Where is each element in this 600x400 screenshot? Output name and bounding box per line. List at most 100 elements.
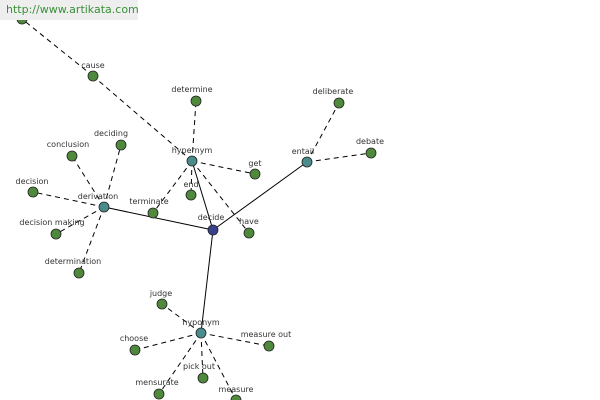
node-circle[interactable] — [186, 155, 198, 167]
edge-hypernym-determine — [191, 100, 197, 162]
node-label: hyponym — [182, 318, 220, 327]
node-hypernym[interactable]: hypernym — [172, 146, 213, 167]
node-have[interactable]: have — [239, 217, 259, 239]
node-label: determine — [171, 85, 212, 94]
node-label: decide — [198, 213, 225, 222]
edge-decide-entail — [212, 161, 308, 231]
node-decide[interactable]: decide — [198, 213, 225, 236]
edge-hyponym-mensurate — [158, 332, 202, 395]
node-circle[interactable] — [156, 298, 168, 310]
nodes-layer: decide hypernym entail derivation hyponym cau… — [16, 13, 384, 400]
edge-derivation-decision — [32, 191, 105, 208]
edge-entail-debate — [306, 152, 372, 163]
edge-decide-derivation — [103, 206, 214, 231]
edge-derivation-determination — [78, 206, 105, 274]
node-label: terminate — [129, 197, 168, 206]
edge-entail-deliberate — [306, 102, 340, 163]
node-circle[interactable] — [27, 186, 39, 198]
node-choose[interactable]: choose — [120, 334, 148, 356]
node-hyponym[interactable]: hyponym — [182, 318, 220, 339]
edge-derivation-conclusion — [71, 155, 105, 208]
node-deciding[interactable]: deciding — [94, 129, 128, 151]
edge-derivation-decision_making — [55, 206, 105, 235]
node-label: measure — [219, 385, 254, 394]
node-label: mensurate — [135, 378, 178, 387]
watermark-url[interactable]: http://www.artikata.com — [0, 0, 138, 20]
node-label: get — [248, 159, 261, 168]
edge-hypernym-get — [191, 160, 256, 175]
node-circle[interactable] — [98, 201, 110, 213]
node-circle[interactable] — [87, 70, 99, 82]
node-circle[interactable] — [73, 267, 85, 279]
node-circle[interactable] — [190, 95, 202, 107]
node-label: choose — [120, 334, 148, 343]
node-determine[interactable]: determine — [171, 85, 213, 107]
edge-hyponym-judge — [161, 303, 202, 334]
edge-hypernym-have — [191, 160, 250, 234]
node-label: judge — [149, 289, 172, 298]
node-circle[interactable] — [115, 139, 127, 151]
node-circle[interactable] — [195, 327, 207, 339]
node-circle[interactable] — [230, 394, 242, 400]
edges-layer — [21, 18, 372, 400]
edge-hypernym-end — [190, 160, 193, 196]
node-label: determination — [45, 257, 102, 266]
node-measure[interactable]: measure — [219, 385, 254, 400]
node-derivation[interactable]: derivation — [78, 192, 118, 213]
node-circle[interactable] — [66, 150, 78, 162]
node-cause[interactable]: cause — [81, 61, 105, 82]
node-judge[interactable]: judge — [149, 289, 172, 310]
node-circle[interactable] — [153, 388, 165, 400]
node-label: derivation — [78, 192, 118, 201]
node-label: deciding — [94, 129, 128, 138]
edge-cause-n_top — [21, 18, 94, 77]
node-decision[interactable]: decision — [16, 177, 49, 198]
node-label: have — [239, 217, 259, 226]
node-circle[interactable] — [147, 207, 159, 219]
edge-hypernym-cause — [92, 75, 193, 162]
node-label: hypernym — [172, 146, 213, 155]
node-circle[interactable] — [365, 147, 377, 159]
node-circle[interactable] — [50, 228, 62, 240]
node-end[interactable]: end — [183, 180, 199, 201]
node-conclusion[interactable]: conclusion — [47, 140, 89, 162]
edge-hyponym-measure — [200, 332, 237, 400]
node-mensurate[interactable]: mensurate — [135, 378, 179, 400]
node-label: end — [183, 180, 198, 189]
node-deliberate[interactable]: deliberate — [313, 87, 354, 109]
edge-derivation-deciding — [103, 144, 122, 208]
node-get[interactable]: get — [248, 159, 262, 180]
edge-decide-hyponym — [200, 229, 214, 334]
node-label: measure out — [241, 330, 292, 339]
node-determination[interactable]: determination — [45, 257, 102, 279]
node-circle[interactable] — [129, 344, 141, 356]
node-circle[interactable] — [243, 227, 255, 239]
node-label: debate — [356, 137, 384, 146]
node-label: entail — [292, 147, 314, 156]
node-label: cause — [81, 61, 105, 70]
node-circle[interactable] — [249, 168, 261, 180]
edge-hyponym-measure_out — [200, 332, 270, 347]
node-circle[interactable] — [263, 340, 275, 352]
edge-hyponym-choose — [134, 332, 202, 351]
node-decision-making[interactable]: decision making — [19, 218, 85, 240]
node-circle[interactable] — [207, 224, 219, 236]
node-circle[interactable] — [301, 156, 313, 168]
edge-decide-hypernym — [191, 160, 214, 231]
node-pick-out[interactable]: pick out — [183, 362, 215, 384]
node-entail[interactable]: entail — [292, 147, 314, 168]
node-label: conclusion — [47, 140, 89, 149]
node-debate[interactable]: debate — [356, 137, 384, 159]
node-label: pick out — [183, 362, 215, 371]
edge-hypernym-terminate — [152, 160, 193, 214]
node-circle[interactable] — [197, 372, 209, 384]
node-measure-out[interactable]: measure out — [241, 330, 292, 352]
node-label: decision making — [19, 218, 84, 227]
node-circle[interactable] — [333, 97, 345, 109]
edge-hyponym-pick_out — [200, 332, 204, 379]
node-terminate[interactable]: terminate — [129, 197, 169, 219]
node-label: deliberate — [313, 87, 354, 96]
node-circle[interactable] — [185, 189, 197, 201]
